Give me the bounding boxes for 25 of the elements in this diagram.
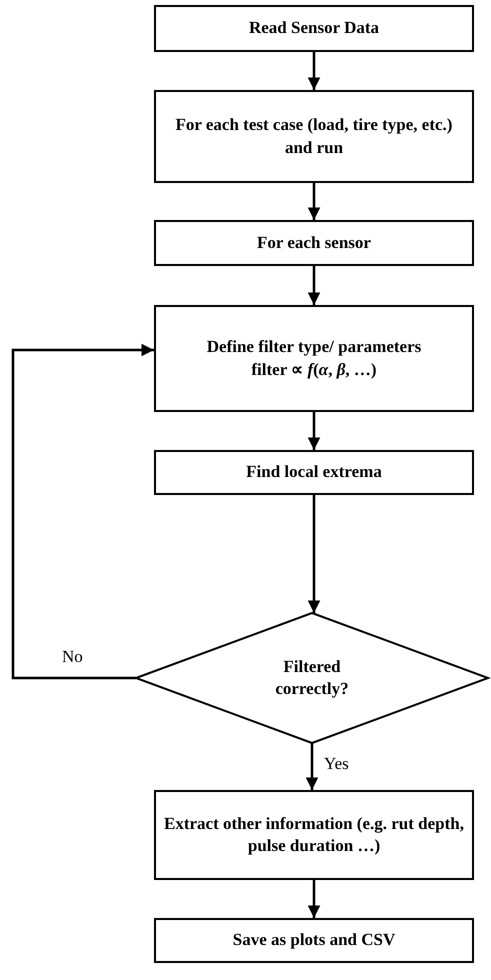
process-box [154,450,474,495]
process-box [154,90,474,183]
arrow [308,266,320,305]
process-box [154,918,474,963]
formula-text: filter ∝ f(α, β, …) [250,358,378,381]
process-box [154,790,474,880]
process-box [154,5,474,52]
decision-diamond [133,612,491,744]
box-text: Extract other information (e.g. rut depth, pulse duration …) [163,812,465,857]
arrow [308,183,320,220]
box-text: For each sensor [256,232,372,254]
box-text: Find local extrema [245,461,383,484]
arrow [12,344,154,680]
process-box [154,220,474,266]
process-box [154,305,474,412]
box-text: Read Sensor Data [248,17,380,40]
arrow [306,743,318,790]
arrow [308,52,320,90]
box-text: Filtered correctly? [274,656,350,700]
box-text: Save as plots and CSV [232,929,396,952]
box-text: For each test case (load, tire type, etc.) and run [174,114,454,158]
arrow [308,495,320,613]
box-text: Define filter type/ parameters [206,336,422,358]
arrow [308,880,320,918]
arrow [308,412,320,450]
